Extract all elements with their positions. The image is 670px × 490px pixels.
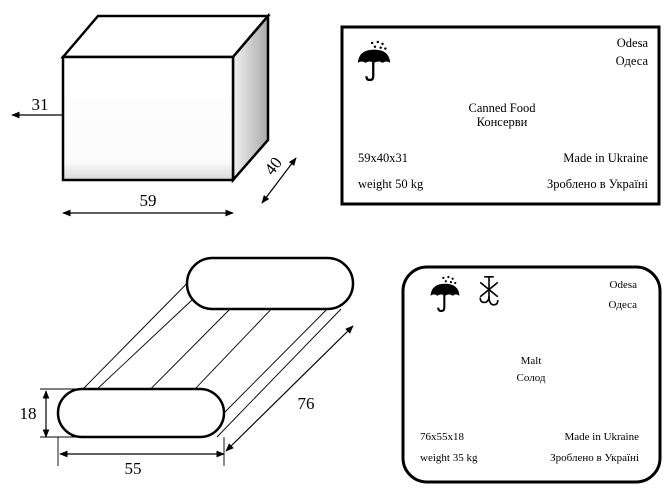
bag-label-frame (401, 265, 662, 484)
box-width-label: 59 (140, 191, 157, 210)
bag-length-label: 76 (298, 394, 315, 413)
bag-label-city-uk: Одеса (609, 299, 638, 311)
box-depth-arrow (261, 157, 297, 204)
box-label-product-en: Canned Food (468, 101, 536, 115)
bag-label-origin-en: Made in Ukraine (564, 431, 639, 443)
box-label-weight: weight 50 kg (358, 177, 424, 191)
box-label-city-en: Odesa (617, 36, 649, 50)
bag-length-arrow (225, 325, 354, 452)
bag-back-end (185, 256, 355, 311)
box-label-size: 59x40x31 (358, 151, 408, 165)
bag-height-label: 18 (20, 404, 37, 423)
bag-width-label: 55 (125, 459, 142, 478)
bag-label-city-en: Odesa (610, 279, 638, 291)
bag-shipping-label: Odesa Одеса Malt Солод 76x55x18 Made in … (401, 265, 662, 484)
bag-drawing (56, 256, 355, 439)
box-label-city-uk: Одеса (616, 54, 649, 68)
box-drawing: 31 40 59 (11, 12, 297, 217)
box-label-product-uk: Консерви (477, 115, 528, 129)
bag-label-product-uk: Солод (517, 372, 546, 384)
bag-front-end (56, 387, 226, 439)
bag-label-origin-uk: Зроблено в Україні (550, 452, 639, 464)
box-label-frame (340, 25, 661, 206)
box-height-label: 31 (32, 95, 49, 114)
bag-label-product-en: Malt (521, 355, 542, 367)
bag-label-size: 76x55x18 (420, 431, 465, 443)
box-label-origin-uk: Зроблено в Україні (547, 177, 648, 191)
box-depth-label: 40 (261, 153, 286, 178)
box-shipping-label: Odesa Одеса Canned Food Консерви 59x40x3… (340, 25, 661, 206)
bag-label-weight: weight 35 kg (420, 452, 478, 464)
box-front-face (61, 55, 235, 182)
box-label-origin-en: Made in Ukraine (563, 151, 648, 165)
